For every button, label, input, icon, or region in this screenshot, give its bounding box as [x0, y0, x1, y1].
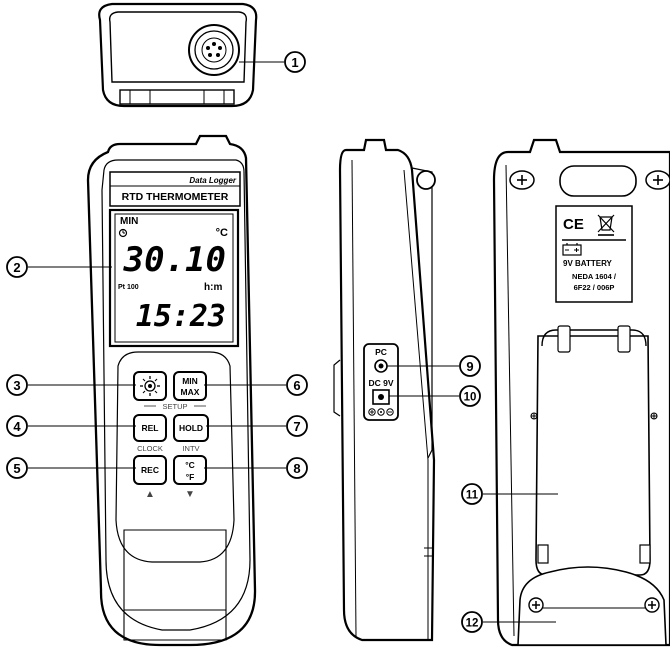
lcd-time-label: h:m [204, 282, 222, 293]
callout-5: 5 [6, 457, 28, 479]
callout-12: 12 [461, 611, 483, 633]
sun-icon [140, 376, 160, 396]
screw-icon [645, 170, 670, 190]
svg-text:12: 12 [466, 618, 479, 630]
hold-button[interactable]: HOLD [173, 414, 209, 442]
dc-port[interactable] [372, 389, 390, 405]
callout-6: 6 [286, 374, 308, 396]
callout-1: 1 [284, 51, 306, 73]
ce-mark: CE [563, 216, 584, 233]
unit-button[interactable]: °C °F [173, 455, 207, 485]
intv-label: INTV [182, 444, 199, 453]
battery-label: 9V BATTERY [563, 259, 613, 268]
round-connector-icon [188, 24, 240, 76]
down-arrow-icon: ▼ [185, 489, 195, 500]
svg-text:4: 4 [13, 419, 21, 434]
model-label: RTD THERMOMETER [122, 191, 229, 203]
front-view: Data Logger RTD THERMOMETER MIN °C 30.10… [86, 134, 257, 647]
backlight-button[interactable] [133, 371, 167, 401]
screw-icon [509, 170, 535, 190]
min-label: MIN [182, 376, 198, 386]
svg-text:1: 1 [291, 55, 298, 70]
lcd-mode: MIN [120, 216, 138, 227]
svg-text:6: 6 [293, 378, 300, 393]
brand-label: Data Logger [189, 176, 237, 185]
lcd-time: 15:23 [136, 299, 226, 334]
back-view: CE 9V BATTERY NEDA 1604 / 6F22 / 006P [492, 138, 670, 647]
rec-label: REC [141, 465, 159, 475]
svg-text:10: 10 [464, 392, 477, 404]
svg-text:5: 5 [13, 461, 20, 476]
polarity-icon [368, 408, 394, 416]
rel-label: REL [142, 423, 159, 433]
callout-lines [28, 61, 558, 623]
screw-icon [528, 597, 544, 613]
clock-icon [118, 228, 128, 238]
pc-port[interactable] [374, 359, 388, 373]
dc-port-label: DC 9V [368, 378, 393, 388]
neda-line-2: 6F22 / 006P [574, 283, 615, 292]
battery-icon [562, 243, 582, 256]
callout-8: 8 [286, 457, 308, 479]
callout-3: 3 [6, 374, 28, 396]
setup-label: SETUP [162, 402, 187, 411]
callout-7: 7 [286, 415, 308, 437]
callout-10: 10 [459, 385, 481, 407]
lcd-sensor: Pt 100 [118, 284, 139, 291]
unit-c-label: °C [185, 460, 195, 470]
min-max-button[interactable]: MIN MAX [173, 371, 207, 401]
hold-label: HOLD [179, 423, 203, 433]
rec-button[interactable]: REC [133, 455, 167, 485]
side-view: PC DC 9V [333, 138, 436, 642]
callout-9: 9 [459, 355, 481, 377]
crossed-bin-icon [597, 214, 615, 236]
screw-icon [644, 597, 660, 613]
lcd-reading: 30.10 [123, 240, 226, 280]
clock-label: CLOCK [137, 444, 163, 453]
up-arrow-icon: ▲ [145, 489, 155, 500]
callout-11: 11 [461, 483, 483, 505]
pc-port-label: PC [375, 347, 387, 357]
top-view [98, 2, 258, 108]
max-label: MAX [181, 387, 200, 397]
svg-text:7: 7 [293, 419, 300, 434]
callout-4: 4 [6, 415, 28, 437]
svg-text:9: 9 [466, 359, 473, 374]
svg-text:2: 2 [13, 260, 20, 275]
svg-text:11: 11 [466, 490, 479, 502]
callout-2: 2 [6, 256, 28, 278]
rel-button[interactable]: REL [133, 414, 167, 442]
unit-f-label: °F [186, 472, 195, 482]
lcd-unit: °C [216, 227, 228, 239]
neda-line-1: NEDA 1604 / [572, 272, 617, 281]
svg-text:8: 8 [293, 461, 300, 476]
svg-text:3: 3 [13, 378, 20, 393]
